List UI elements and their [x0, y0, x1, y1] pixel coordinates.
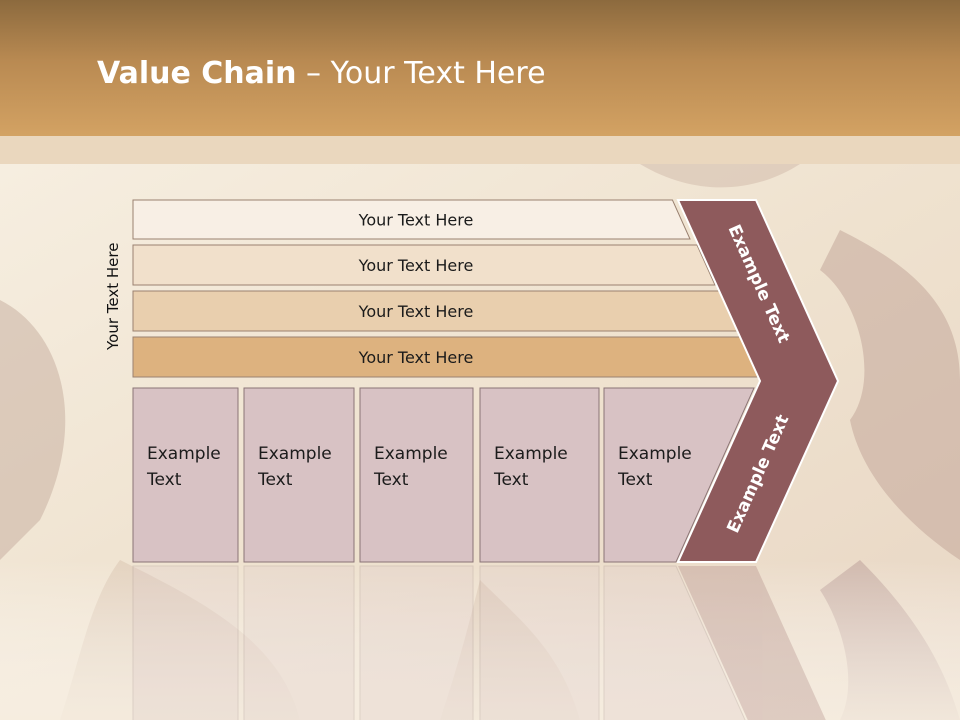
primary-box-shape	[479, 387, 600, 563]
slide-title: Value Chain – Your Text Here	[97, 56, 546, 91]
primary-box-shape	[359, 387, 474, 563]
primary-activity-box	[603, 565, 746, 720]
title-bold: Value Chain	[97, 56, 297, 91]
primary-box-shape	[479, 565, 600, 720]
support-row-shape	[132, 199, 691, 240]
primary-box-line2: Text	[257, 470, 293, 490]
primary-box-line2: Text	[617, 470, 653, 490]
primary-box-shape	[132, 565, 239, 720]
title-rest: – Your Text Here	[296, 56, 546, 91]
primary-box-shape	[603, 565, 746, 720]
support-row-shape	[132, 244, 716, 286]
primary-activity-box	[132, 565, 239, 720]
primary-box-shape	[603, 387, 755, 563]
primary-activity-box	[359, 565, 474, 720]
reflection-layer	[132, 565, 826, 720]
support-row-label: Your Text Here	[358, 256, 474, 275]
header-band	[0, 136, 960, 164]
primary-activity-box	[243, 565, 355, 720]
primary-box-line2: Text	[146, 470, 182, 490]
arrow-reflection	[678, 566, 826, 720]
primary-activity-box	[479, 565, 600, 720]
primary-box-line1: Example	[494, 444, 568, 464]
primary-box-shape	[359, 565, 474, 720]
primary-box-line1: Example	[618, 444, 692, 464]
primary-box-shape	[132, 387, 239, 563]
primary-box-shape	[243, 387, 355, 563]
arrow-chevron	[676, 199, 840, 563]
primary-box-line1: Example	[147, 444, 221, 464]
primary-box-line1: Example	[374, 444, 448, 464]
primary-box-line1: Example	[258, 444, 332, 464]
support-row: Your Text Here	[132, 336, 763, 378]
header-bar	[0, 0, 960, 136]
support-row: Your Text Here	[132, 290, 739, 332]
support-row: Your Text Here	[132, 244, 716, 286]
primary-box-line2: Text	[373, 470, 409, 490]
support-row-label: Your Text Here	[358, 211, 474, 230]
support-row-label: Your Text Here	[358, 348, 474, 367]
support-row: Your Text Here	[132, 199, 691, 240]
primary-box-line2: Text	[493, 470, 529, 490]
primary-box-shape	[243, 565, 355, 720]
support-row-label: Your Text Here	[358, 302, 474, 321]
